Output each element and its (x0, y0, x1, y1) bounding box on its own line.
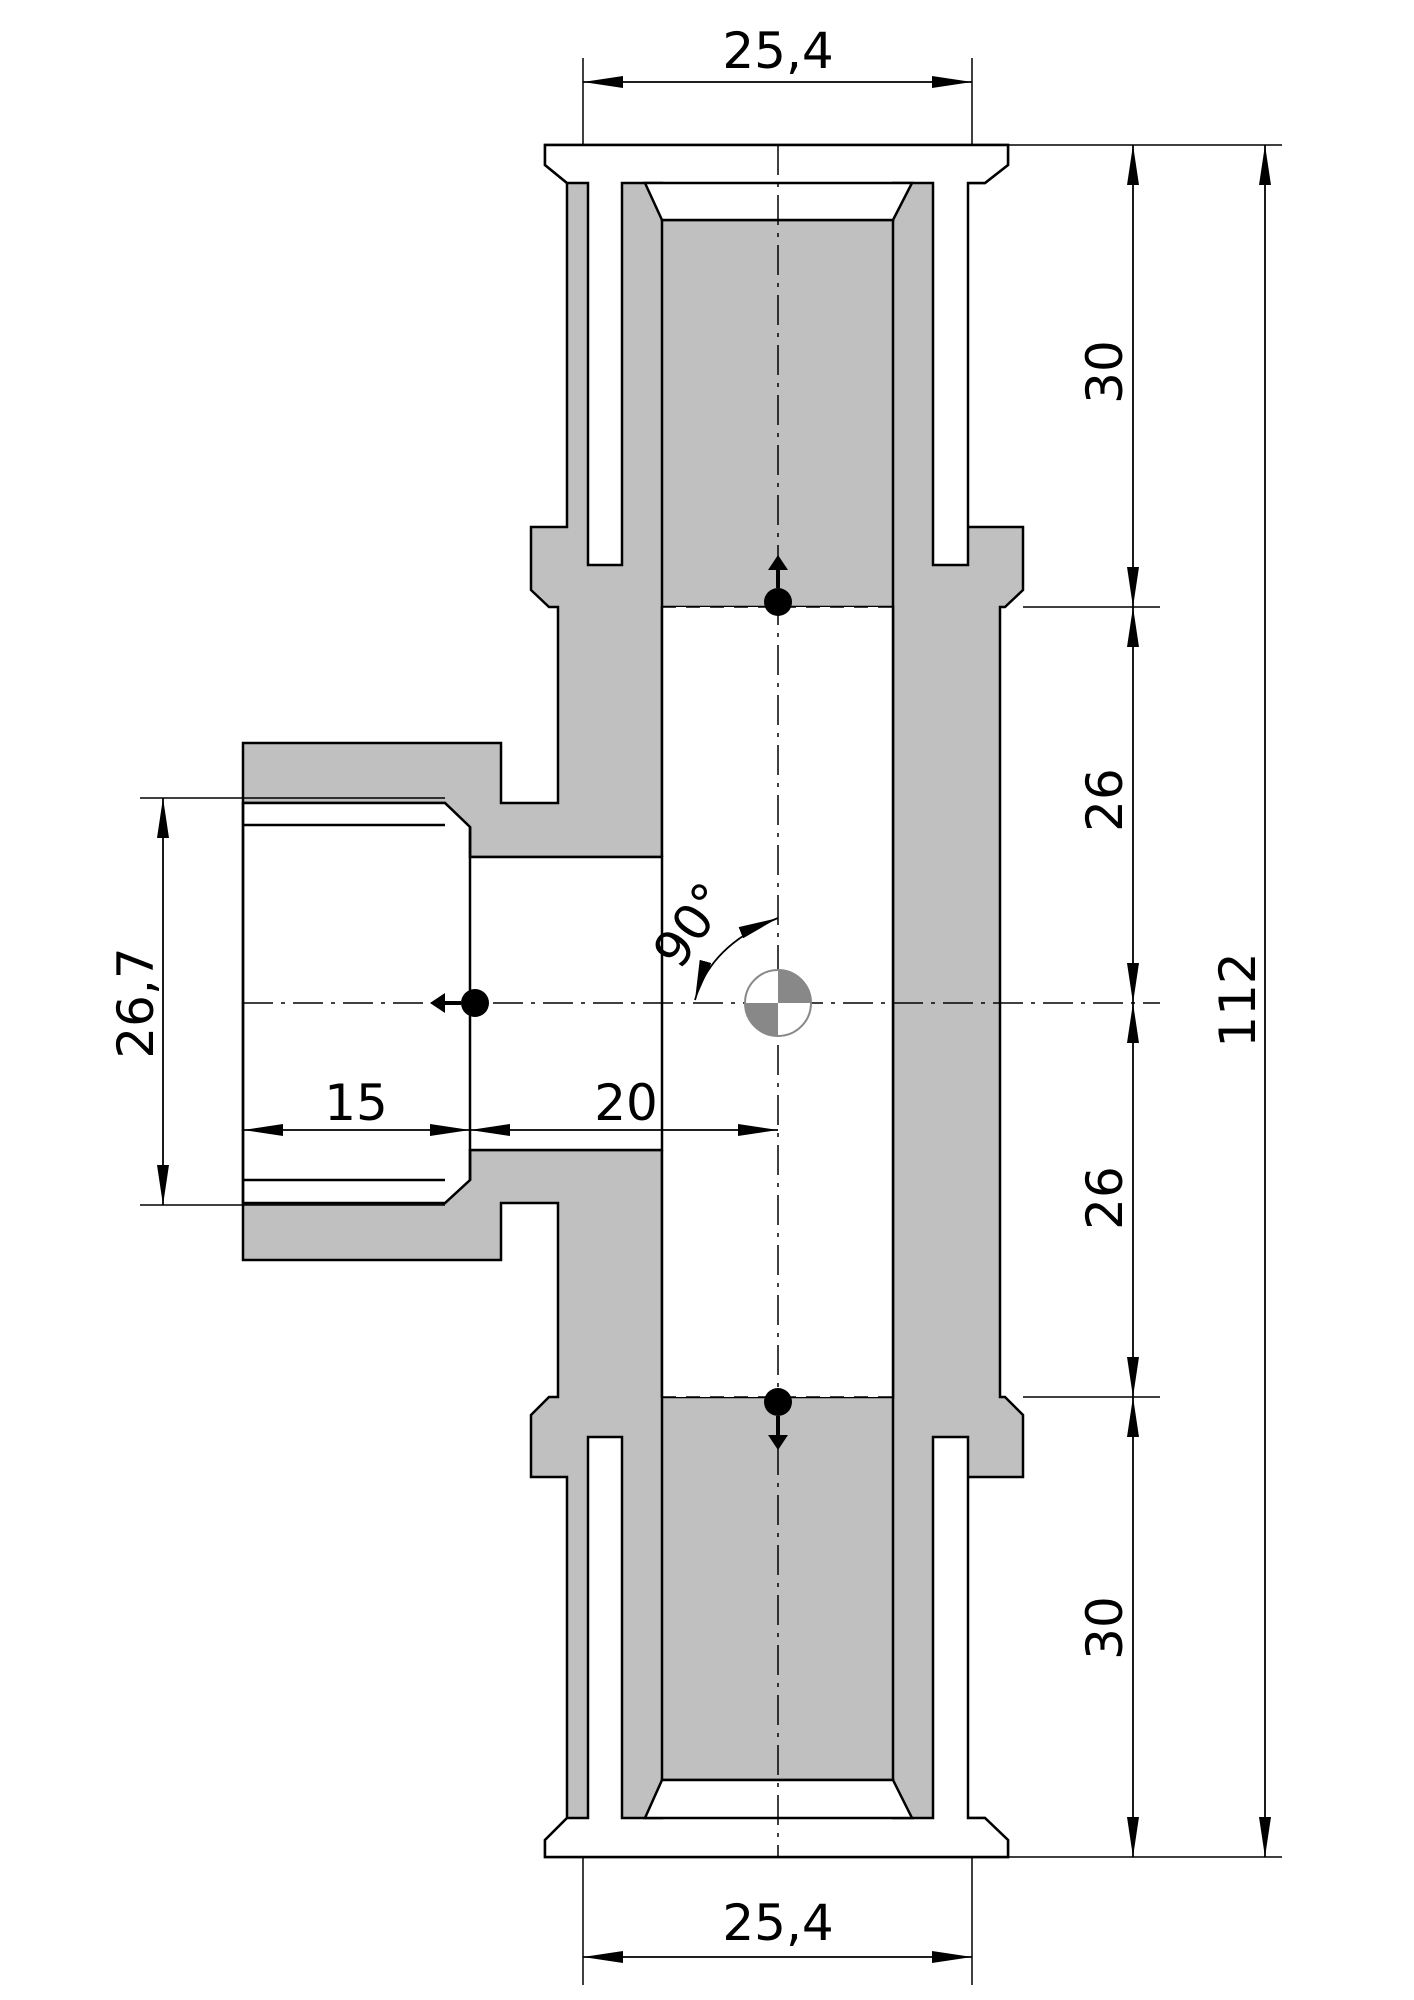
dim-bottom-width: 25,4 (722, 1894, 833, 1952)
extension-lines (140, 58, 1282, 1985)
dim-lower-body-length: 26 (1076, 1166, 1134, 1230)
flow-port-icon (764, 555, 792, 616)
flow-port-icon (764, 1388, 792, 1450)
dim-overall-length: 112 (1209, 952, 1267, 1047)
dimension-lines (157, 76, 1271, 1963)
flow-port-icon (430, 989, 489, 1017)
dim-branch-diameter: 26,7 (107, 947, 165, 1058)
dim-upper-body-length: 26 (1076, 768, 1134, 832)
dim-branch-offset: 20 (594, 1074, 658, 1132)
center-of-mass-icon (744, 969, 812, 1037)
dim-top-socket-length: 30 (1076, 340, 1134, 404)
dim-bottom-socket-length: 30 (1076, 1596, 1134, 1660)
dim-branch-thread-depth: 15 (324, 1074, 388, 1132)
fitting-body (241, 143, 1025, 1859)
dim-top-width: 25,4 (722, 22, 833, 80)
